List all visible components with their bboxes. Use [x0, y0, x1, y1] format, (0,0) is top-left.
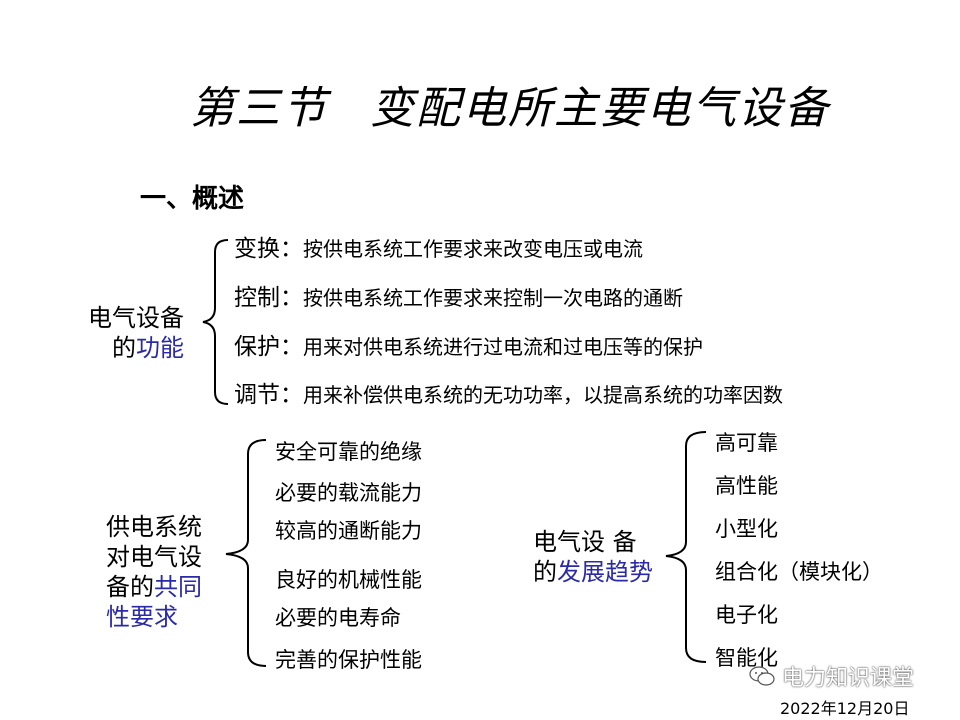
- trends-label-line1: 电气设 备: [533, 528, 637, 556]
- requirements-label-line1: 供电系统: [106, 513, 202, 541]
- trends-label-highlight: 发展趋势: [557, 558, 653, 586]
- trend-item: 智能化: [715, 646, 778, 670]
- requirements-brace: [225, 439, 267, 667]
- function-head: 调节：: [234, 382, 303, 408]
- requirement-item: 必要的电寿命: [275, 606, 401, 630]
- function-text: 用来对供电系统进行过电流和过电压等的保护: [303, 335, 703, 359]
- trends-label-line2: 的发展趋势: [533, 558, 653, 586]
- functions-brace: [202, 239, 229, 405]
- requirements-label-line4: 性要求: [106, 603, 178, 631]
- function-row-protect: 保护：用来对供电系统进行过电流和过电压等的保护: [234, 334, 703, 361]
- function-head: 控制：: [234, 285, 303, 311]
- requirements-label-highlight: 共同: [154, 573, 202, 601]
- functions-label: 电气设备 的功能: [88, 303, 184, 363]
- trends-label: 电气设 备 的发展趋势: [533, 527, 653, 587]
- function-text: 按供电系统工作要求来控制一次电路的通断: [303, 286, 683, 310]
- requirement-item: 安全可靠的绝缘: [275, 440, 422, 464]
- function-head: 变换：: [234, 236, 303, 262]
- function-row-transform: 变换：按供电系统工作要求来改变电压或电流: [234, 236, 643, 263]
- trend-item: 高可靠: [715, 431, 778, 455]
- requirement-item: 良好的机械性能: [275, 568, 422, 592]
- trend-item: 组合化（模块化）: [715, 560, 883, 584]
- wechat-icon: [749, 666, 775, 686]
- overview-heading: 一、概述: [140, 184, 245, 214]
- requirements-label-line3: 备的共同: [106, 573, 202, 601]
- date-stamp: 2022年12月20日: [780, 699, 910, 718]
- trends-brace: [665, 431, 707, 663]
- requirement-item: 完善的保护性能: [275, 648, 422, 672]
- function-row-control: 控制：按供电系统工作要求来控制一次电路的通断: [234, 285, 683, 312]
- trend-item: 电子化: [715, 603, 778, 627]
- requirements-label-line2: 对电气设: [106, 543, 202, 571]
- trend-item: 小型化: [715, 517, 778, 541]
- section-name: 变配电所主要电气设备: [370, 83, 830, 134]
- slide-title: 第三节变配电所主要电气设备: [190, 72, 830, 136]
- function-text: 按供电系统工作要求来改变电压或电流: [303, 237, 643, 261]
- functions-label-highlight: 功能: [136, 334, 184, 362]
- trend-item: 高性能: [715, 474, 778, 498]
- requirement-item: 较高的通断能力: [275, 519, 422, 543]
- requirements-label: 供电系统 对电气设 备的共同 性要求: [106, 512, 202, 632]
- functions-label-line2: 的功能: [112, 334, 184, 362]
- function-head: 保护：: [234, 334, 303, 360]
- functions-label-line1: 电气设备: [88, 304, 184, 332]
- watermark: 电力知识课堂: [748, 660, 914, 692]
- requirement-item: 必要的载流能力: [275, 481, 422, 505]
- watermark-text: 电力知识课堂: [782, 666, 915, 691]
- section-number: 第三节: [190, 83, 328, 134]
- function-row-adjust: 调节：用来补偿供电系统的无功功率，以提高系统的功率因数: [234, 382, 783, 409]
- function-text: 用来补偿供电系统的无功功率，以提高系统的功率因数: [303, 383, 783, 407]
